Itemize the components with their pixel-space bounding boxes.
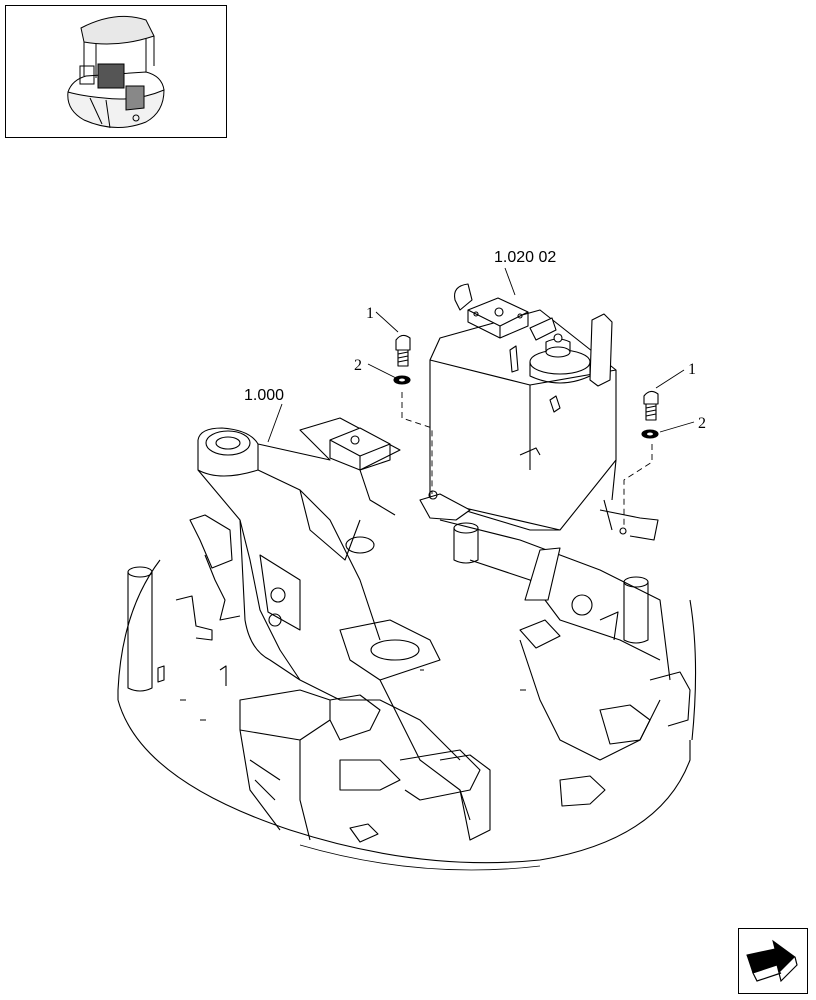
tank-assembly [419, 283, 659, 541]
callout-frame-ref: 1.000 [244, 387, 284, 404]
bolt-right-icon [643, 390, 659, 421]
machine-overview-icon [67, 15, 165, 129]
overview-thumbnail [5, 5, 227, 138]
next-page-arrow-icon [746, 939, 798, 983]
turntable-base [117, 559, 697, 871]
bolt-left-icon [395, 334, 411, 367]
next-page-button[interactable] [738, 928, 808, 994]
callout-item-2-right: 2 [698, 415, 706, 432]
washer-right-icon [641, 429, 659, 439]
callout-item-1-right: 1 [688, 361, 696, 378]
callout-tank-ref: 1.020 02 [494, 249, 556, 266]
callout-item-1-left: 1 [366, 305, 374, 322]
leader-lines [267, 267, 695, 528]
main-frame-1000 [127, 417, 691, 843]
callout-item-2-left: 2 [354, 357, 362, 374]
washer-left-icon [393, 375, 411, 385]
